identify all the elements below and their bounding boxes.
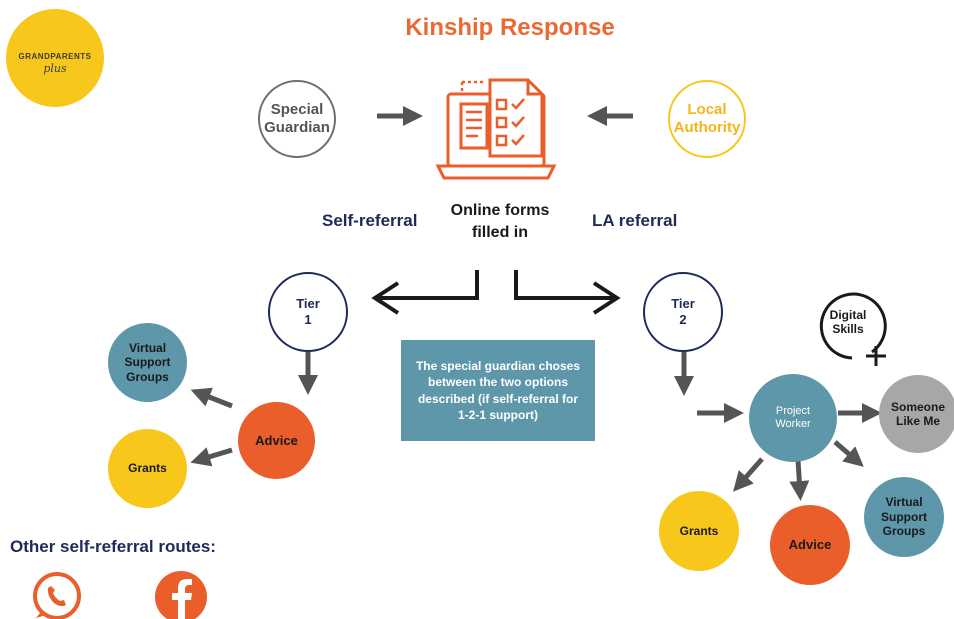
grants-right: Grants (659, 491, 739, 571)
grants-left: Grants (108, 429, 187, 508)
digital-skills-ring (819, 292, 887, 360)
arrow-advice-to-grants (190, 447, 233, 467)
arrow-advice-to-virtual-support (190, 387, 233, 409)
online-forms-laptop-icon (435, 78, 557, 180)
arrow-project-worker-to-grants (733, 457, 764, 492)
other-routes-heading: Other self-referral routes: (10, 537, 216, 556)
page-title: Kinship Response (405, 14, 615, 41)
local-authority-node: Local Authority (668, 80, 746, 158)
logo-subtext: plus (43, 62, 67, 75)
virtual-support-groups-left: Virtual Support Groups (108, 323, 187, 402)
tier1-node: Tier 1 (268, 272, 348, 352)
logo-text: GRANDPARENTS (18, 52, 92, 61)
tier2-node: Tier 2 (643, 272, 723, 352)
someone-like-me-node: Someone Like Me (879, 375, 954, 453)
advice-right: Advice (770, 505, 850, 585)
arrow-forms-to-tier1 (375, 270, 479, 300)
virtual-support-groups-right: Virtual Support Groups (864, 477, 944, 557)
arrow-forms-to-tier2 (514, 270, 617, 300)
advice-left: Advice (238, 402, 315, 479)
online-forms-label: Online forms filled in (450, 202, 550, 242)
grandparents-plus-logo (6, 9, 104, 107)
arrow-project-worker-to-virtual-support (833, 440, 864, 467)
arrow-project-worker-to-advice (789, 459, 810, 501)
digital-skills-node: Digital Skills (829, 307, 867, 336)
special-guardian-node: Special Guardian (258, 80, 336, 158)
whatsapp-icon (33, 572, 81, 619)
plus-icon (866, 346, 886, 366)
self-referral-label: Self-referral (322, 211, 418, 230)
facebook-icon (155, 571, 207, 619)
arrowhead-tier1 (371, 281, 400, 315)
arrowhead-tier2 (592, 281, 621, 315)
la-referral-label: LA referral (592, 211, 678, 230)
project-worker-node: Project Worker (749, 374, 837, 462)
info-box: The special guardian choses between the … (401, 340, 595, 441)
